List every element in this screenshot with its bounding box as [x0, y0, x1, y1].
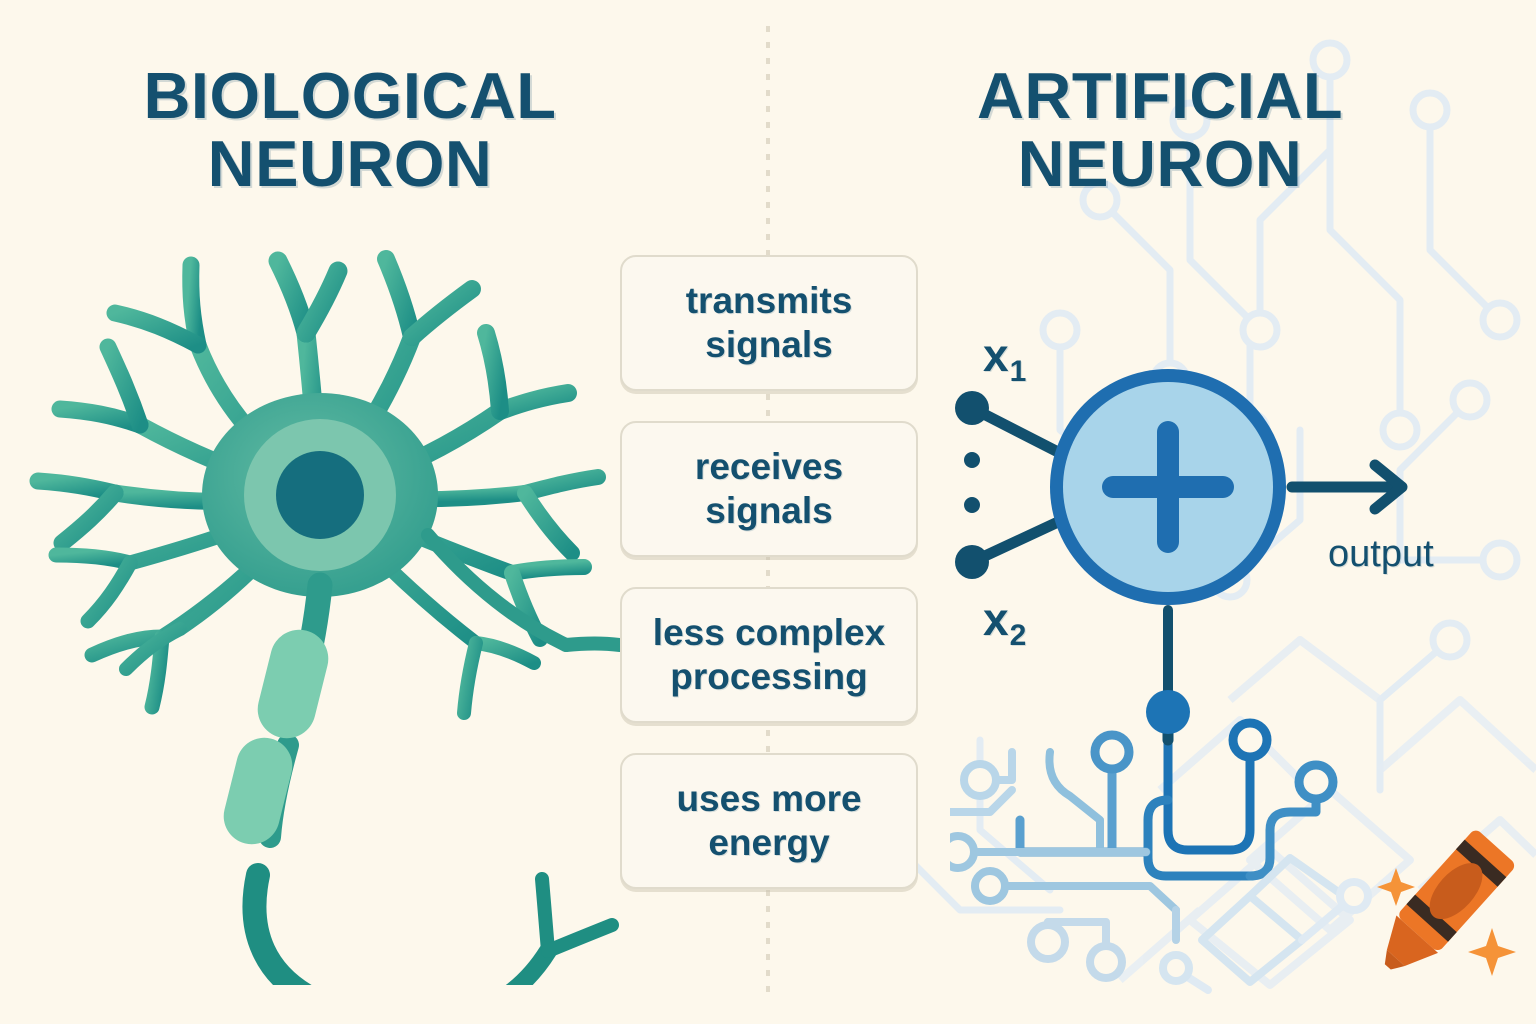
title-right-line1: ARTIFICIAL — [976, 59, 1344, 132]
comparison-item-line1: transmits — [685, 280, 853, 322]
comparison-list: transmits signals receives signals less … — [620, 255, 918, 889]
circuit-traces-foreground — [950, 690, 1372, 994]
comparison-item-line2: signals — [705, 324, 833, 365]
axon-terminals — [505, 872, 619, 985]
comparison-item-receives-signals[interactable]: receives signals — [620, 421, 918, 557]
title-left-line2: NEURON — [207, 127, 493, 201]
artificial-neuron-diagram — [955, 369, 1408, 711]
comparison-item-line1: uses more — [676, 778, 862, 820]
input-label-x1-base: x — [983, 329, 1009, 381]
page-title-biological: BIOLOGICAL NEURON — [40, 59, 660, 201]
title-right-line2: NEURON — [1017, 127, 1303, 201]
input-label-x2-subscript: 2 — [1009, 618, 1027, 652]
comparison-item-line1: receives — [694, 446, 844, 488]
input-dot-x2[interactable] — [955, 545, 989, 579]
nucleus — [276, 451, 364, 539]
output-label: output — [1328, 533, 1434, 575]
input-label-x2: x2 — [983, 592, 1026, 653]
input-label-x1-subscript: 1 — [1009, 354, 1027, 388]
input-dot-x1[interactable] — [955, 391, 989, 425]
myelin-sheath — [223, 629, 329, 845]
comparison-item-line2: processing — [670, 656, 868, 697]
input-wires — [966, 402, 1064, 568]
input-ellipsis-icon — [964, 452, 980, 513]
plus-icon — [1102, 421, 1234, 553]
sparkle-icon — [1377, 868, 1516, 976]
comparison-item-transmits-signals[interactable]: transmits signals — [620, 255, 918, 391]
comparison-item-line2: signals — [705, 490, 833, 531]
biological-neuron-illustration — [29, 250, 620, 985]
input-label-x1: x1 — [983, 328, 1026, 389]
comparison-item-less-complex-processing[interactable]: less complex processing — [620, 587, 918, 723]
comparison-item-line2: energy — [708, 822, 830, 863]
comparison-item-uses-more-energy[interactable]: uses more energy — [620, 753, 918, 889]
comparison-item-line1: less complex — [652, 612, 886, 654]
title-left-line1: BIOLOGICAL — [143, 59, 557, 132]
output-circuit-node — [1146, 690, 1190, 734]
page-title-artificial: ARTIFICIAL NEURON — [860, 59, 1460, 201]
input-label-x2-base: x — [983, 593, 1009, 645]
crayon-icon — [1377, 830, 1516, 976]
dendrites-mid-right — [421, 528, 620, 652]
output-arrow-icon — [1286, 459, 1408, 515]
